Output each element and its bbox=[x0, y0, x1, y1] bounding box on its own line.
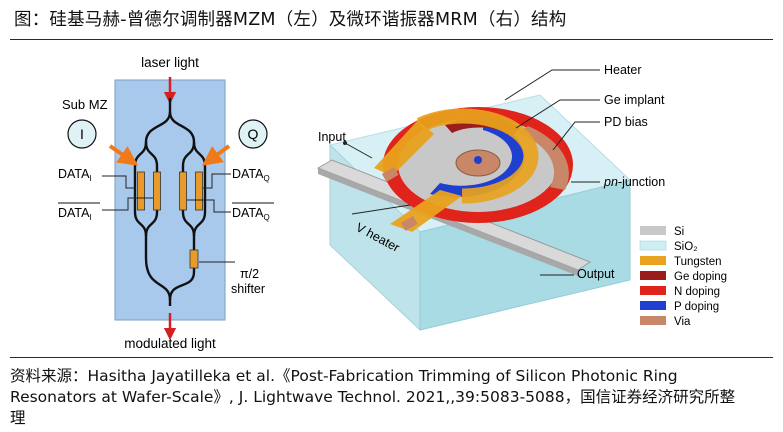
shifter-label: shifter bbox=[231, 282, 265, 296]
heater-pad-left bbox=[381, 167, 399, 182]
modulated-light-label: modulated light bbox=[124, 336, 216, 351]
legend-swatch-si bbox=[640, 226, 666, 235]
mrm-callouts bbox=[344, 69, 600, 276]
legend-swatch-via bbox=[640, 316, 666, 325]
mrm-diagram: Heater Ge implant PD bias pn-junction In… bbox=[316, 63, 727, 332]
q-label: Q bbox=[248, 126, 259, 142]
legend-label-via: Via bbox=[674, 316, 691, 328]
sub-mz-label: Sub MZ bbox=[62, 97, 108, 112]
data-i-label: DATAI bbox=[58, 167, 92, 183]
data-q-label: DATAQ bbox=[232, 167, 270, 183]
legend-swatch-n bbox=[640, 286, 666, 295]
shifter-q-top bbox=[179, 171, 187, 211]
laser-light-label: laser light bbox=[141, 55, 199, 70]
legend-label-si: Si bbox=[674, 226, 684, 238]
shifter-q-bottom bbox=[195, 171, 203, 211]
legend-swatch-ge bbox=[640, 271, 666, 280]
q-orange-arrow bbox=[201, 144, 231, 166]
pn-junction-label: pn-junction bbox=[603, 175, 665, 189]
legend-label-sio2: SiO₂ bbox=[674, 241, 698, 253]
legend-swatch-sio2 bbox=[639, 240, 667, 251]
heater-label: Heater bbox=[604, 63, 642, 77]
pd-bias-label: PD bias bbox=[604, 115, 648, 129]
data-q-bar-label: DATAQ bbox=[232, 206, 270, 222]
source-citation: 资料来源：Hasitha Jayatilleka et al.《Post-Fab… bbox=[10, 367, 736, 427]
shifter-i-bottom bbox=[153, 171, 161, 211]
i-circle bbox=[67, 119, 97, 149]
center-contact bbox=[474, 156, 482, 164]
i-orange-arrow bbox=[108, 144, 139, 166]
legend-swatch-p bbox=[640, 301, 666, 310]
mzm-leader-lines bbox=[102, 173, 235, 263]
input-label: Input bbox=[318, 130, 346, 144]
q-circle bbox=[238, 119, 268, 149]
pi2-shifter bbox=[189, 249, 199, 269]
legend-label-ge: Ge doping bbox=[674, 271, 727, 283]
legend: Si SiO₂ Tungsten Ge doping N doping P do… bbox=[639, 226, 727, 328]
bottom-divider bbox=[10, 357, 773, 359]
legend-label-n: N doping bbox=[674, 286, 720, 298]
mzm-diagram: laser light modulated light Sub MZ bbox=[58, 55, 274, 351]
bus-waveguide-side bbox=[318, 168, 578, 276]
p-doping-ring bbox=[430, 120, 525, 198]
i-label: I bbox=[80, 126, 84, 142]
input-dot bbox=[343, 141, 347, 145]
data-i-bar-label: DATAI bbox=[58, 206, 92, 222]
top-divider bbox=[10, 39, 773, 41]
tungsten-heater bbox=[416, 108, 539, 204]
ge-implant-label: Ge implant bbox=[604, 93, 665, 107]
shifter-i-top bbox=[137, 171, 145, 211]
legend-label-p: P doping bbox=[674, 301, 719, 313]
pd-bias-via bbox=[518, 126, 569, 190]
heater-pad-right bbox=[400, 216, 418, 231]
legend-swatch-tungsten bbox=[640, 256, 666, 265]
pi2-label: π/2 bbox=[240, 267, 259, 281]
page-title: 图：硅基马赫-曾德尔调制器MZM（左）及微环谐振器MRM（右）结构 bbox=[14, 10, 567, 30]
heater-arm-left bbox=[374, 120, 434, 176]
legend-label-tungsten: Tungsten bbox=[674, 256, 722, 268]
output-label: Output bbox=[577, 267, 615, 281]
